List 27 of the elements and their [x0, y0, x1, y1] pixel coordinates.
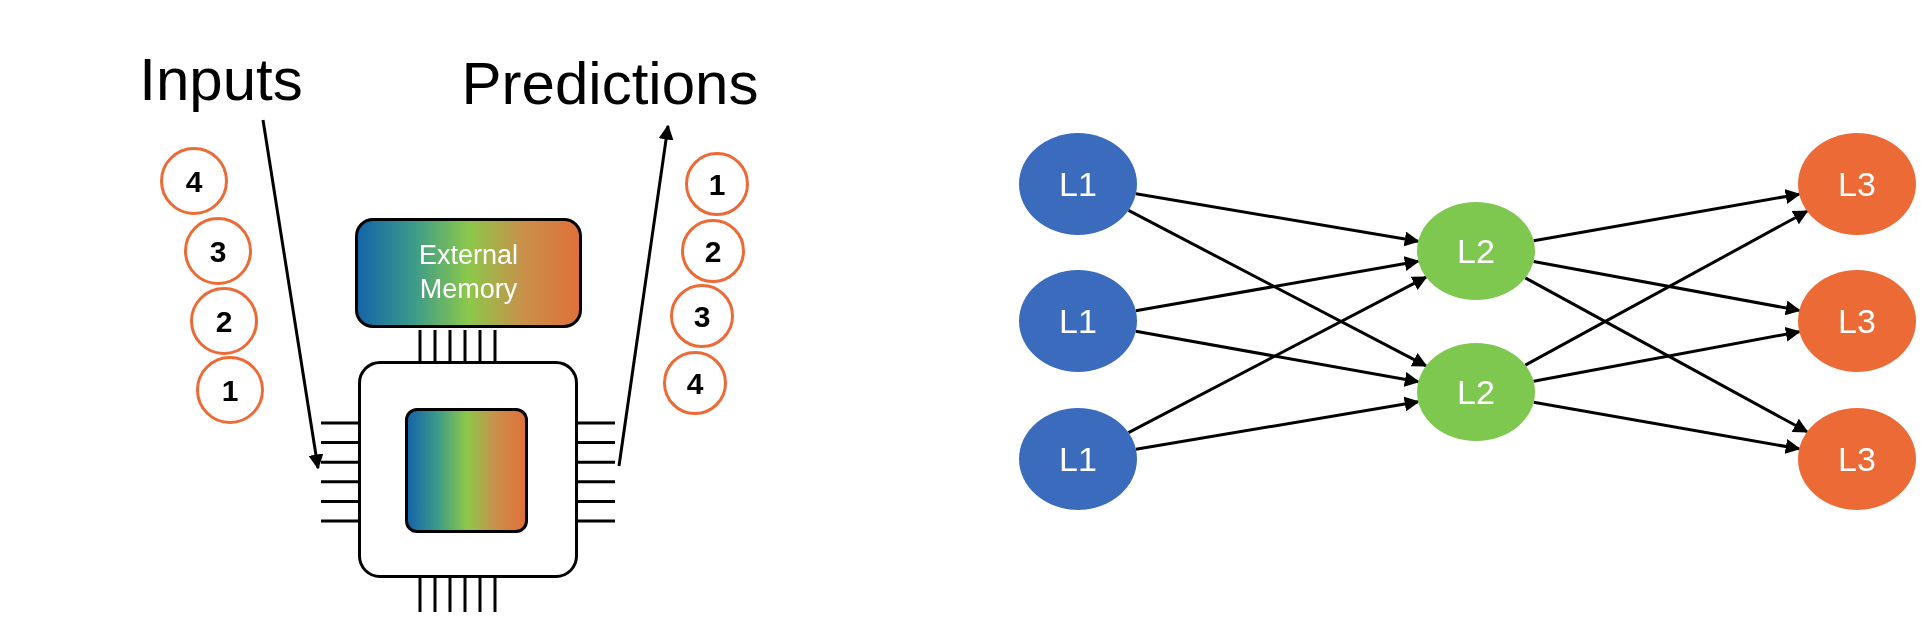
arrow — [617, 124, 674, 467]
layer-node: L3 — [1798, 133, 1916, 235]
arrow — [261, 119, 324, 470]
arrow — [1135, 329, 1420, 387]
arrow — [1533, 189, 1801, 243]
layer-node: L3 — [1798, 270, 1916, 372]
layer-node: L1 — [1019, 408, 1137, 510]
layer-node: L1 — [1019, 133, 1137, 235]
layer-node: L2 — [1417, 202, 1535, 300]
arrow — [1533, 326, 1801, 383]
arrow — [1524, 209, 1809, 367]
layer-node: L1 — [1019, 270, 1137, 372]
arrow — [1135, 396, 1420, 451]
chip-drawing — [321, 330, 615, 612]
heading-label: Inputs — [116, 40, 326, 120]
arrow — [1135, 256, 1420, 313]
arrow — [1127, 275, 1428, 434]
arrow — [1533, 400, 1801, 454]
arrow — [1127, 209, 1428, 368]
layer-node: L3 — [1798, 408, 1916, 510]
core-block — [405, 408, 528, 533]
memory-block: External Memory — [355, 218, 582, 328]
layer-node: L2 — [1417, 343, 1535, 441]
arrow — [1533, 260, 1801, 316]
heading-label: Predictions — [420, 44, 800, 124]
arrow — [1524, 276, 1809, 434]
arrow — [1135, 192, 1420, 247]
